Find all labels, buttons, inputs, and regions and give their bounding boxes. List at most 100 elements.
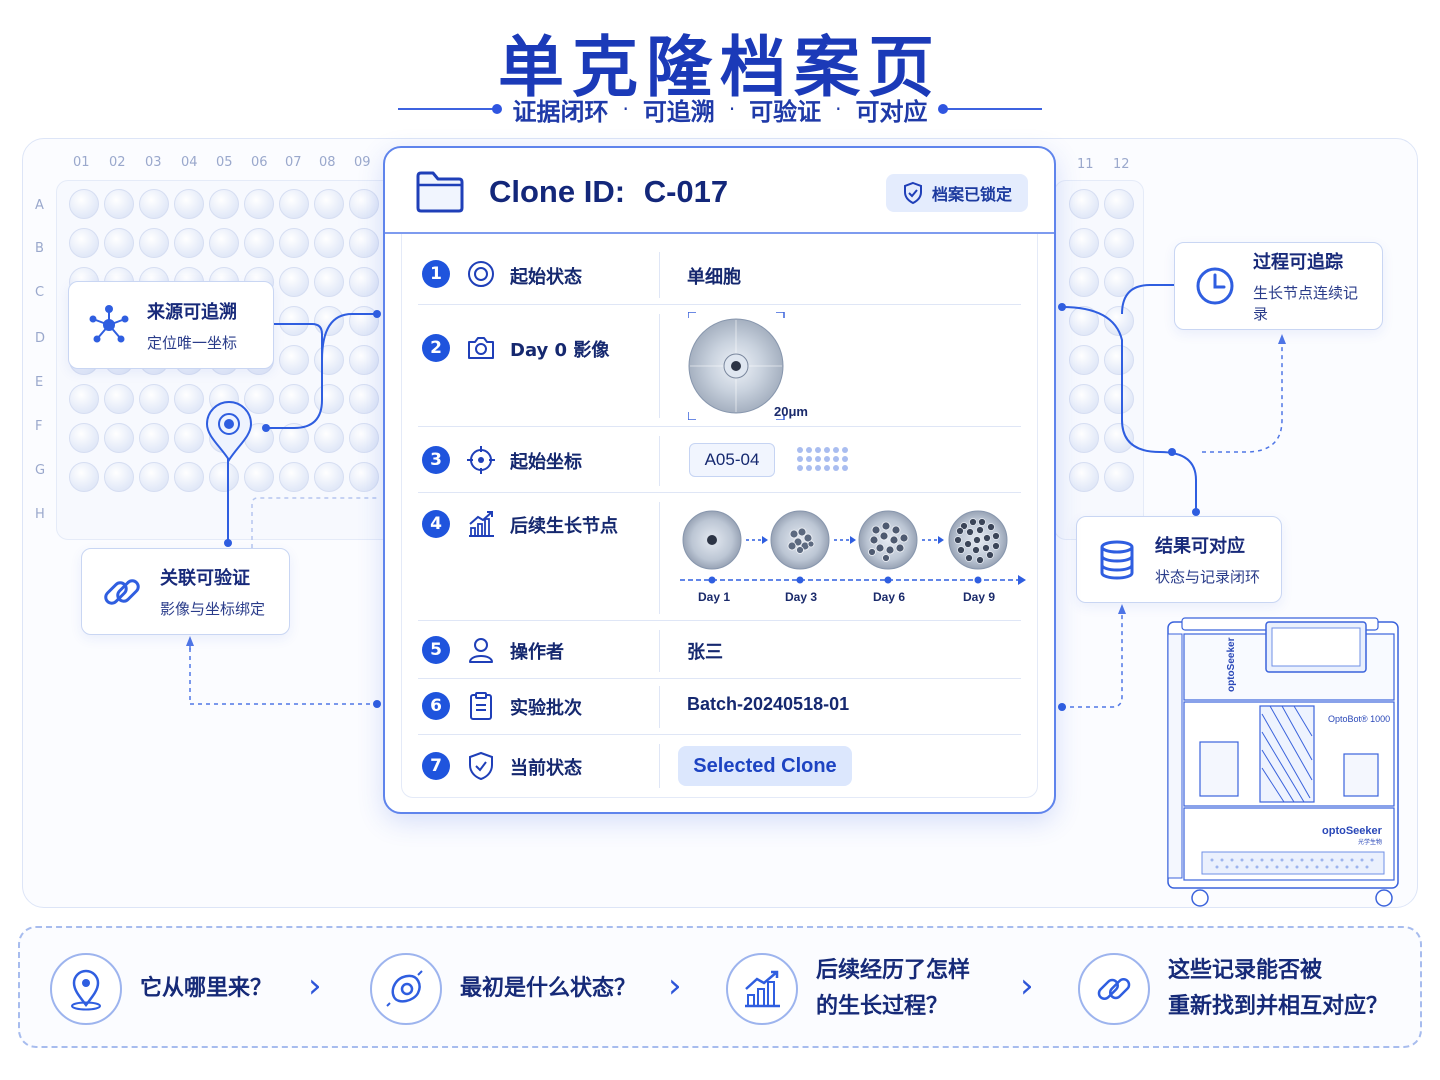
plate-well xyxy=(349,306,379,336)
shield-check-icon xyxy=(469,751,493,781)
locked-label: 档案已锁定 xyxy=(931,185,1012,204)
plate-row-label: A xyxy=(35,198,44,213)
row-number: 7 xyxy=(422,752,450,780)
archive-row-operator: 5 操作者 张三 xyxy=(402,622,1037,679)
subtitle-separator: · xyxy=(835,97,842,121)
instrument-brand-front: optoSeeker xyxy=(1322,825,1383,837)
plate-well xyxy=(349,228,379,258)
cell-icon xyxy=(370,953,442,1025)
plate-well xyxy=(1069,228,1099,258)
plate-well xyxy=(209,462,239,492)
clone-id-label: Clone ID: xyxy=(489,174,626,209)
plate-well xyxy=(314,306,344,336)
row-label: 起始坐标 xyxy=(510,452,582,473)
plate-well xyxy=(279,462,309,492)
plate-well xyxy=(1069,462,1099,492)
growth-chart-icon xyxy=(726,953,798,1025)
plate-column-label: 01 xyxy=(73,155,90,170)
subtitle-separator: · xyxy=(728,97,736,121)
plate-row-label: E xyxy=(35,375,44,390)
plate-column-label: 12 xyxy=(1113,157,1130,172)
connector-dot xyxy=(1058,703,1066,711)
result-matching-card: 结果可对应 状态与记录闭环 xyxy=(1076,516,1282,603)
plate-well xyxy=(139,384,169,414)
subtitle-left-line xyxy=(398,104,503,114)
plate-column-label: 03 xyxy=(145,155,162,170)
connector-dot xyxy=(224,539,232,547)
subtitle-separator: · xyxy=(622,97,629,121)
instrument-illustration: optoSeeker OptoBot® 1000 optoSeeker 光学生物 xyxy=(1167,617,1399,907)
row-label: 起始状态 xyxy=(510,267,582,288)
subtitle-item: 可对应 xyxy=(855,97,928,126)
plate-well xyxy=(1069,423,1099,453)
row-label: 后续生长节点 xyxy=(510,516,618,537)
plate-column-label: 11 xyxy=(1077,157,1094,172)
plate-well xyxy=(174,462,204,492)
plate-well xyxy=(314,189,344,219)
row-value: 张三 xyxy=(687,642,723,663)
question-text: 最初是什么状态？ xyxy=(460,976,637,1001)
connector-verify-main xyxy=(189,640,376,705)
camera-icon xyxy=(468,337,494,359)
row-divider xyxy=(659,502,660,614)
plate-well xyxy=(244,189,274,219)
source-traceable-card: 来源可追溯 定位唯一坐标 xyxy=(68,281,274,369)
current-state-pill: Selected Clone xyxy=(678,746,852,786)
plate-well xyxy=(1104,462,1134,492)
plate-well xyxy=(279,306,309,336)
connector-arrowhead xyxy=(186,636,194,646)
archive-row-start-state: 1 起始状态 单细胞 xyxy=(402,234,1037,305)
well-plate-right xyxy=(1054,180,1144,540)
card-desc: 生长节点连续记录 xyxy=(1253,284,1359,323)
clone-archive-card: Clone ID: C-017 档案已锁定 1 起始状态 单细胞 2 xyxy=(383,146,1056,814)
archive-row-batch: 6 实验批次 Batch-20240518-01 xyxy=(402,680,1037,735)
plate-well xyxy=(69,228,99,258)
connector-arrowhead xyxy=(1278,334,1286,344)
plate-well xyxy=(244,384,274,414)
plate-row-label: C xyxy=(35,285,45,300)
growth-day-label: Day 6 xyxy=(873,590,906,604)
plate-well xyxy=(1104,423,1134,453)
plate-column-label: 02 xyxy=(109,155,126,170)
plate-well xyxy=(174,228,204,258)
growth-day-label: Day 1 xyxy=(698,590,731,604)
plate-well xyxy=(174,384,204,414)
plate-well xyxy=(314,384,344,414)
row-separator xyxy=(418,426,1021,427)
plate-row-label: F xyxy=(35,419,43,434)
plate-well xyxy=(104,228,134,258)
connector-arrowhead xyxy=(1118,604,1126,614)
question-origin: 它从哪里来？ xyxy=(50,928,272,1050)
question-text-line: 后续经历了怎样 xyxy=(816,958,971,983)
plate-well xyxy=(1069,384,1099,414)
instrument-brand-sub: 光学生物 xyxy=(1358,838,1382,846)
question-growth-process: 后续经历了怎样 的生长过程？ xyxy=(726,928,970,1050)
row-label: 实验批次 xyxy=(510,698,582,719)
growth-day-label: Day 3 xyxy=(785,590,818,604)
timeline-node xyxy=(796,576,804,584)
plate-well xyxy=(1104,345,1134,375)
connector-dot xyxy=(262,424,270,432)
plate-well xyxy=(279,267,309,297)
scale-bar-label: 20μm xyxy=(774,404,808,419)
row-separator xyxy=(418,620,1021,621)
plate-well xyxy=(174,189,204,219)
archive-row-growth-nodes: 4 后续生长节点 xyxy=(402,494,1037,622)
archive-row-day0-image: 2 Day 0 影像 20μm xyxy=(402,306,1037,427)
plate-well xyxy=(104,423,134,453)
chevron-right-icon: › xyxy=(308,966,322,1006)
archive-locked-badge: 档案已锁定 xyxy=(886,174,1028,212)
plate-well xyxy=(349,345,379,375)
plate-well xyxy=(314,423,344,453)
plate-well xyxy=(69,189,99,219)
plate-well xyxy=(1069,189,1099,219)
archive-body: 1 起始状态 单细胞 2 Day 0 影像 xyxy=(401,234,1038,798)
question-text-line: 重新找到并相互对应？ xyxy=(1168,994,1389,1019)
card-title: 结果可对应 xyxy=(1155,536,1245,557)
plate-column-label: 08 xyxy=(319,155,336,170)
instrument-brand: optoSeeker xyxy=(1226,637,1237,692)
card-title: 关联可验证 xyxy=(160,568,250,589)
questions-bar: 它从哪里来？ › 最初是什么状态？ › 后续经历了怎样 的生长过程？ xyxy=(18,926,1422,1048)
link-verifiable-card: 关联可验证 影像与坐标绑定 xyxy=(81,548,290,635)
page-title: 单克隆档案页 xyxy=(498,29,942,106)
